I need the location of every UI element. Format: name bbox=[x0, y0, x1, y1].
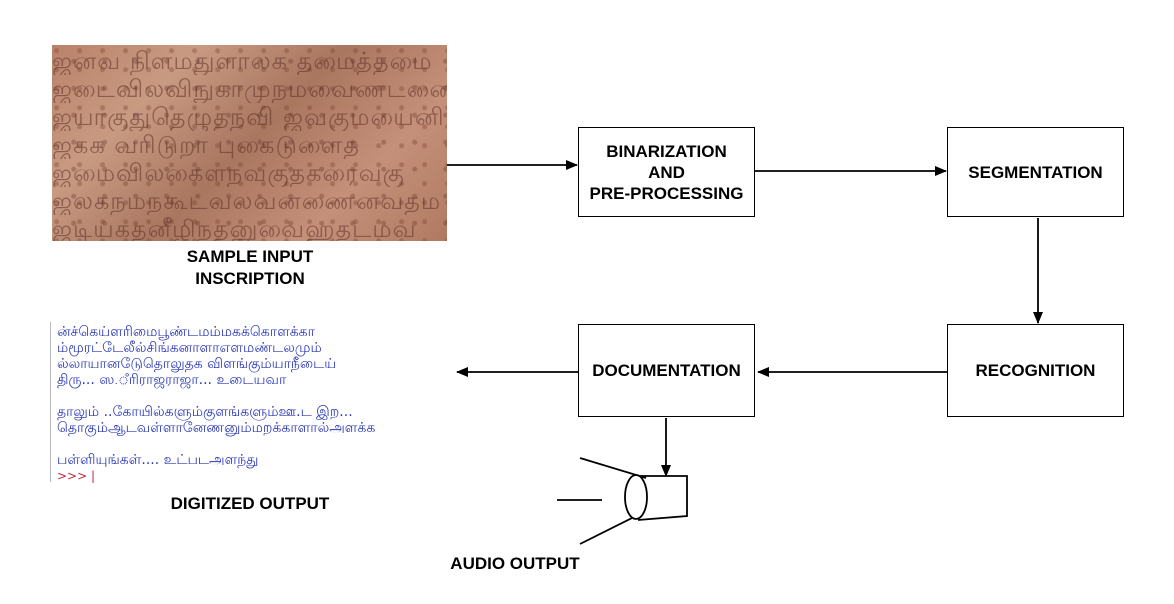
binarization-label-3: PRE-PROCESSING bbox=[589, 183, 744, 203]
documentation-label: DOCUMENTATION bbox=[592, 361, 741, 380]
digitized-line: தொகும்ஆடவள்ளானேணனும்மறக்காளால்அளக்க bbox=[57, 420, 376, 436]
inscription-line: ஜடியகதனீழிநதனுவைஹதடமவ bbox=[52, 215, 417, 241]
digitized-line: தாலும் ..கோயில்களும்குளங்களும்ஊ.ட இற... bbox=[57, 404, 353, 420]
inscription-line: ஜடைவிலவிநுகாமுநமவைணடனை bbox=[52, 75, 447, 103]
documentation-box: DOCUMENTATION bbox=[578, 324, 755, 417]
inscription-line: ஜமைவிலகைளநவகுதகரைவகு bbox=[52, 159, 405, 187]
audio-caption: AUDIO OUTPUT bbox=[450, 554, 580, 573]
digitized-line: திரு... ஸ.ஂரிராஜராஜா... உடையவா bbox=[57, 372, 287, 388]
binarization-label-1: BINARIZATION bbox=[606, 141, 727, 161]
digitized-caption: DIGITIZED OUTPUT bbox=[170, 494, 330, 513]
inscription-line: ஜயாகுதுதெழுதநவி ஜவகுமயைனி bbox=[52, 103, 445, 131]
input-caption-line-2: INSCRIPTION bbox=[195, 269, 305, 288]
digitized-line: ம்மூரட்டேலீல்சிங்கனாளாஎளமண்டலமும் bbox=[57, 340, 322, 356]
input-caption-line-1: SAMPLE INPUT bbox=[186, 247, 314, 266]
inscription-line: ஜனவ நிளமதுளாலக தமைத்தமை bbox=[52, 47, 433, 75]
inscription-line: ஜலகநமநகூடவலவனணைனவதம bbox=[52, 187, 442, 215]
input-caption: SAMPLE INPUT INSCRIPTION bbox=[150, 246, 350, 290]
shell-prompt: >>> | bbox=[57, 469, 96, 483]
digitized-line: ல்லாயானடுேதொலுதக விளங்கும்யாநீடைய் bbox=[57, 356, 337, 372]
binarization-label-2: AND bbox=[648, 162, 685, 182]
binarization-box: BINARIZATION AND PRE-PROCESSING bbox=[578, 127, 755, 217]
inscription-line: ஜகக வரிடுறா புகைடுளைத bbox=[52, 131, 360, 159]
recognition-label: RECOGNITION bbox=[975, 361, 1096, 380]
segmentation-label: SEGMENTATION bbox=[968, 162, 1103, 182]
digitized-output-panel: ன்ச்கெய்ளரிமைபூண்டமம்மகக்கொளக்கா ம்மூரட்… bbox=[50, 322, 421, 483]
digitized-line: ன்ச்கெய்ளரிமைபூண்டமம்மகக்கொளக்கா bbox=[57, 324, 315, 340]
sample-inscription-image: ஜனவ நிளமதுளாலக தமைத்தமை ஜடைவிலவிநுகாமுநம… bbox=[52, 45, 447, 241]
digitized-line: பள்ளியுங்கள்.... உட்படஅளந்து bbox=[57, 452, 259, 468]
recognition-box: RECOGNITION bbox=[947, 324, 1124, 417]
segmentation-box: SEGMENTATION bbox=[947, 127, 1124, 217]
speaker-icon bbox=[557, 457, 688, 545]
